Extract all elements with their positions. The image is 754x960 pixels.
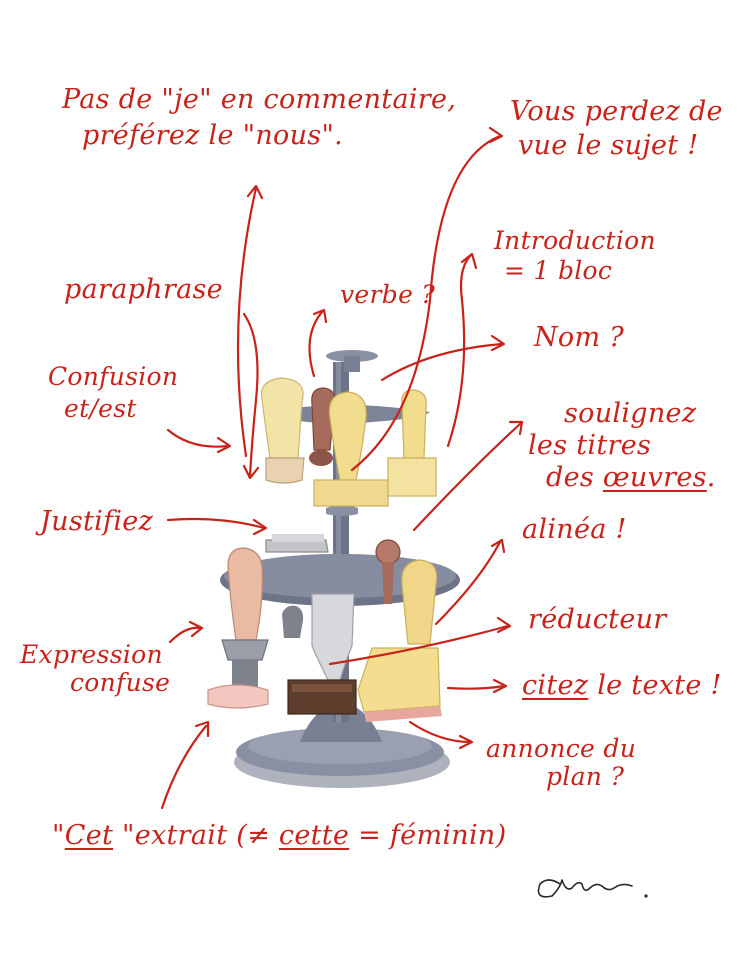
arrow-vous-perdez bbox=[350, 134, 502, 472]
soulignez-period: . bbox=[706, 462, 716, 493]
note-confusion-line1: Confusion bbox=[48, 362, 179, 391]
soulignez-oeuvres-underlined: œuvres bbox=[602, 462, 707, 493]
note-justifiez: Justifiez bbox=[40, 506, 154, 537]
note-vous-perdez-line2: vue le sujet ! bbox=[518, 130, 699, 161]
note-reducteur: réducteur bbox=[528, 604, 667, 635]
arrow-nom bbox=[380, 342, 504, 382]
note-confusion-line2: et/est bbox=[64, 394, 137, 423]
note-expression-line1: Expression bbox=[20, 640, 163, 669]
note-introduction-line1: Introduction bbox=[494, 226, 656, 255]
note-verbe: verbe ? bbox=[340, 280, 436, 309]
note-annonce-line2: plan ? bbox=[546, 762, 625, 791]
artist-signature bbox=[537, 879, 648, 898]
arrow-justifiez bbox=[166, 517, 266, 530]
annotation-arrows bbox=[160, 126, 524, 810]
arrow-introduction bbox=[446, 254, 472, 448]
arrow-pas-de-je bbox=[236, 186, 258, 458]
note-pas-de-je-line1: Pas de "je" en commentaire, bbox=[62, 84, 457, 115]
arrow-annonce bbox=[408, 720, 472, 744]
note-annonce-line1: annonce du bbox=[486, 734, 637, 763]
note-soulignez-line3: des œuvres. bbox=[546, 462, 716, 493]
note-vous-perdez-line1: Vous perdez de bbox=[510, 96, 723, 127]
arrow-confusion bbox=[166, 428, 230, 448]
citez-underlined: citez bbox=[522, 670, 589, 701]
note-soulignez-line1: soulignez bbox=[564, 398, 697, 429]
soulignez-des: des bbox=[546, 462, 603, 493]
lower-stamps bbox=[207, 539, 442, 722]
arrow-paraphrase bbox=[242, 312, 259, 478]
note-paraphrase: paraphrase bbox=[64, 274, 223, 305]
cette-underlined: cette bbox=[278, 820, 350, 851]
arrow-verbe bbox=[308, 310, 324, 378]
cet-open-quote: " bbox=[52, 820, 65, 851]
note-soulignez-line2: les titres bbox=[528, 430, 652, 461]
citez-rest: le texte ! bbox=[588, 670, 722, 701]
arrow-citez bbox=[446, 684, 506, 690]
note-nom: Nom ? bbox=[534, 322, 625, 353]
note-cet-extrait: "Cet "extrait (≠ cette = féminin) bbox=[52, 820, 506, 851]
note-alinea: alinéa ! bbox=[522, 514, 627, 545]
arrow-soulignez bbox=[412, 422, 522, 532]
middle-block-stamp bbox=[265, 534, 329, 553]
arrow-expression bbox=[168, 626, 202, 644]
cet-end: = féminin) bbox=[349, 820, 507, 851]
cet-middle: "extrait (≠ bbox=[113, 820, 279, 851]
arrow-alinea bbox=[434, 540, 502, 626]
note-introduction-line2: = 1 bloc bbox=[504, 256, 613, 285]
arrow-reducteur bbox=[328, 624, 510, 666]
cet-underlined: Cet bbox=[64, 820, 114, 851]
arrow-cet bbox=[160, 724, 208, 810]
note-pas-de-je-line2: préférez le "nous". bbox=[82, 120, 344, 151]
note-expression-line2: confuse bbox=[70, 668, 171, 697]
middle-tray bbox=[220, 554, 460, 606]
top-stamps bbox=[260, 377, 437, 507]
note-citez: citez le texte ! bbox=[522, 670, 722, 701]
